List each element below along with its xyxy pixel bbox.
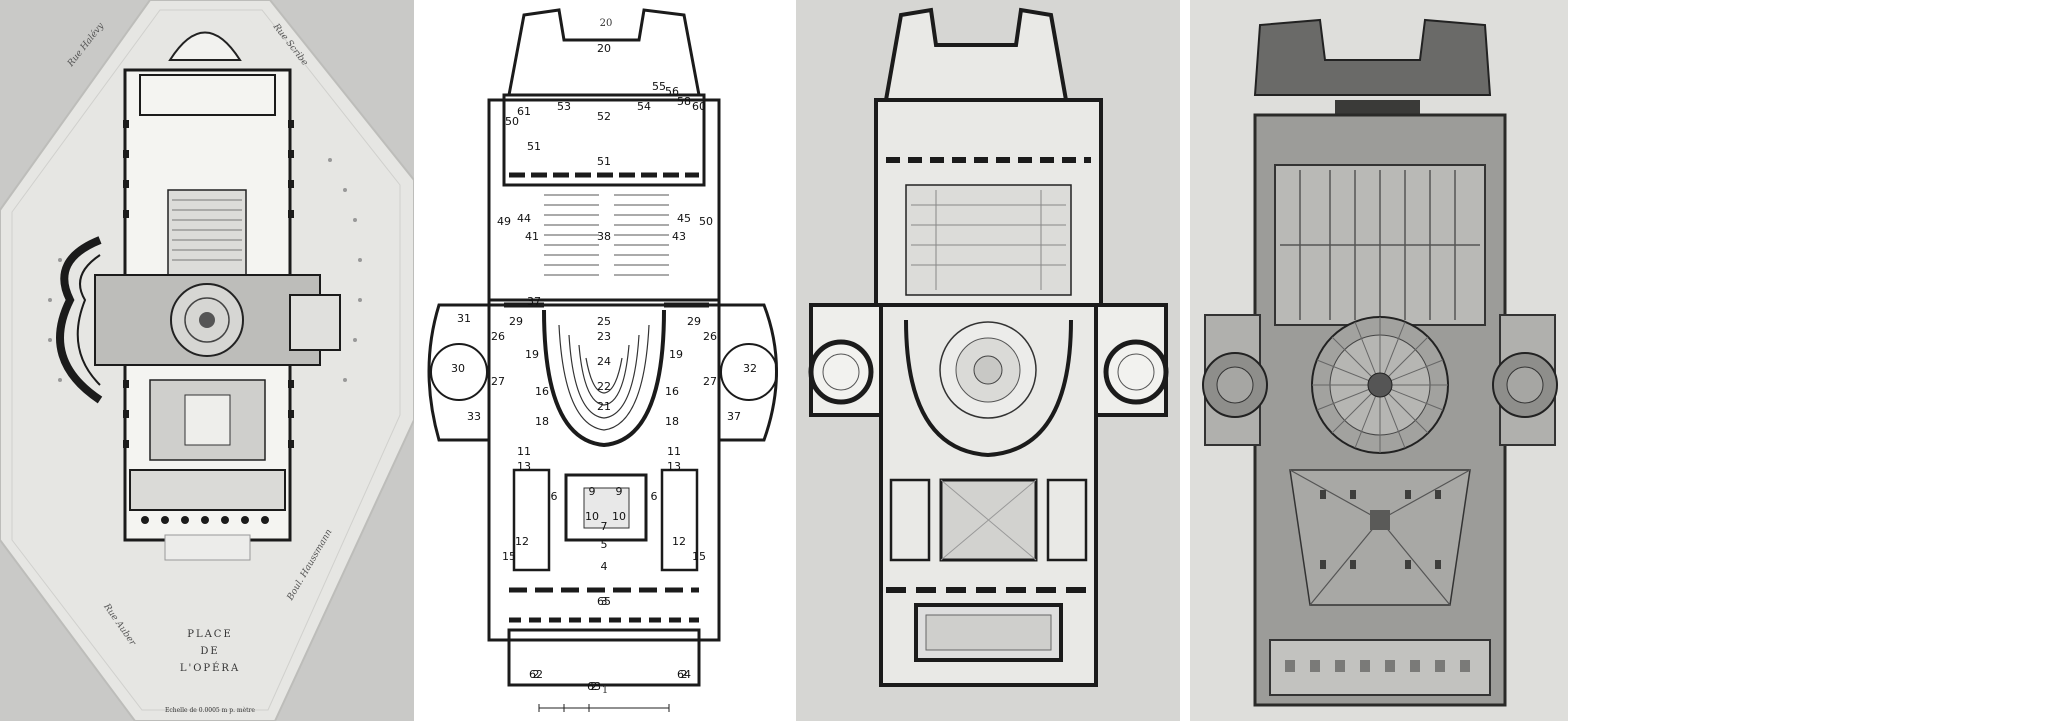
room-number-label: 2: [533, 668, 540, 681]
roof-plan-drawing: [1202, 18, 1558, 707]
room-number-label: 23: [597, 330, 611, 343]
ground-floor-drawing: [427, 8, 778, 712]
upper-floor-plan-panel: [796, 0, 1180, 721]
room-number-label: 7: [601, 520, 608, 533]
plan-number-top: 20: [599, 18, 613, 29]
room-number-label: 18: [535, 415, 549, 428]
room-number-label: 15: [502, 550, 516, 563]
room-number-label: 10: [585, 510, 599, 523]
room-number-label: 9: [616, 485, 623, 498]
room-number-label: 19: [669, 348, 683, 361]
upper-floor-drawing: [808, 7, 1169, 687]
room-number-label: 64: [677, 668, 691, 681]
room-number-label: 58: [677, 95, 691, 108]
room-number-label: 53: [557, 100, 571, 113]
room-number-label: 12: [672, 535, 686, 548]
room-number-label: 26: [491, 330, 505, 343]
room-number-label: 11: [517, 445, 531, 458]
plan-number-entrance: 1: [601, 685, 609, 696]
room-number-label: 45: [677, 212, 691, 225]
room-number-label: 33: [467, 410, 481, 423]
site-plan-title: PLACE DE L'OPÉRA: [150, 626, 270, 677]
room-number-label: 44: [517, 212, 531, 225]
room-number-label: 65: [597, 595, 611, 608]
room-number-label: 56: [665, 85, 679, 98]
room-number-label: 30: [451, 362, 465, 375]
room-number-label: 61: [517, 105, 531, 118]
room-number-label: 31: [457, 312, 471, 325]
room-number-label: 21: [597, 400, 611, 413]
room-number-label: 3: [601, 595, 608, 608]
room-number-label: 6: [651, 490, 658, 503]
room-number-label: 52: [597, 110, 611, 123]
room-number-label: 4: [601, 560, 608, 573]
room-number-label: 16: [665, 385, 679, 398]
room-number-label: 54: [637, 100, 651, 113]
room-number-label: 5: [601, 538, 608, 551]
room-number-label: 50: [699, 215, 713, 228]
room-number-label: 32: [743, 362, 757, 375]
room-number-label: 25: [597, 315, 611, 328]
room-number-label: 9: [589, 485, 596, 498]
room-number-label: 49: [497, 215, 511, 228]
room-number-label: 29: [509, 315, 523, 328]
room-number-label: 10: [612, 510, 626, 523]
room-number-label: 27: [703, 375, 717, 388]
roof-plan-panel: [1190, 0, 1568, 721]
room-number-label: 51: [597, 155, 611, 168]
room-number-label: 63: [587, 680, 601, 693]
room-number-label: 29: [687, 315, 701, 328]
room-number-label: 27: [491, 375, 505, 388]
room-number-label: 62: [529, 668, 543, 681]
site-plan-panel: Rue Scribe Rue Halévy Rue Auber Boul. Ha…: [0, 0, 414, 721]
room-number-label: 2: [681, 668, 688, 681]
room-number-label: 22: [597, 380, 611, 393]
room-number-label: 2: [591, 680, 598, 693]
room-number-label: 13: [667, 460, 681, 473]
room-number-label: 16: [535, 385, 549, 398]
title-line-place: PLACE: [187, 629, 233, 640]
room-number-label: 41: [525, 230, 539, 243]
site-plan-drawing: [0, 0, 414, 721]
room-number-label: 12: [515, 535, 529, 548]
room-number-label: 37: [727, 410, 741, 423]
room-number-label: 13: [517, 460, 531, 473]
room-number-label: 60: [692, 100, 706, 113]
room-number-label: 18: [665, 415, 679, 428]
room-number-label: 15: [692, 550, 706, 563]
room-number-label: 26: [703, 330, 717, 343]
room-number-label: 37: [527, 295, 541, 308]
room-number-label: 55: [652, 80, 666, 93]
room-number-label: 19: [525, 348, 539, 361]
room-number-label: 24: [597, 355, 611, 368]
room-number-label: 11: [667, 445, 681, 458]
room-number-label: 38: [597, 230, 611, 243]
room-number-label: 51: [527, 140, 541, 153]
room-number-label: 6: [551, 490, 558, 503]
room-number-label: 43: [672, 230, 686, 243]
room-number-label: 50: [505, 115, 519, 128]
title-line-de: DE: [200, 646, 220, 657]
scale-caption: Echelle de 0.0005 m p. mètre: [165, 707, 255, 714]
room-number-label: 20: [597, 42, 611, 55]
title-line-opera: L'OPÉRA: [179, 663, 241, 674]
